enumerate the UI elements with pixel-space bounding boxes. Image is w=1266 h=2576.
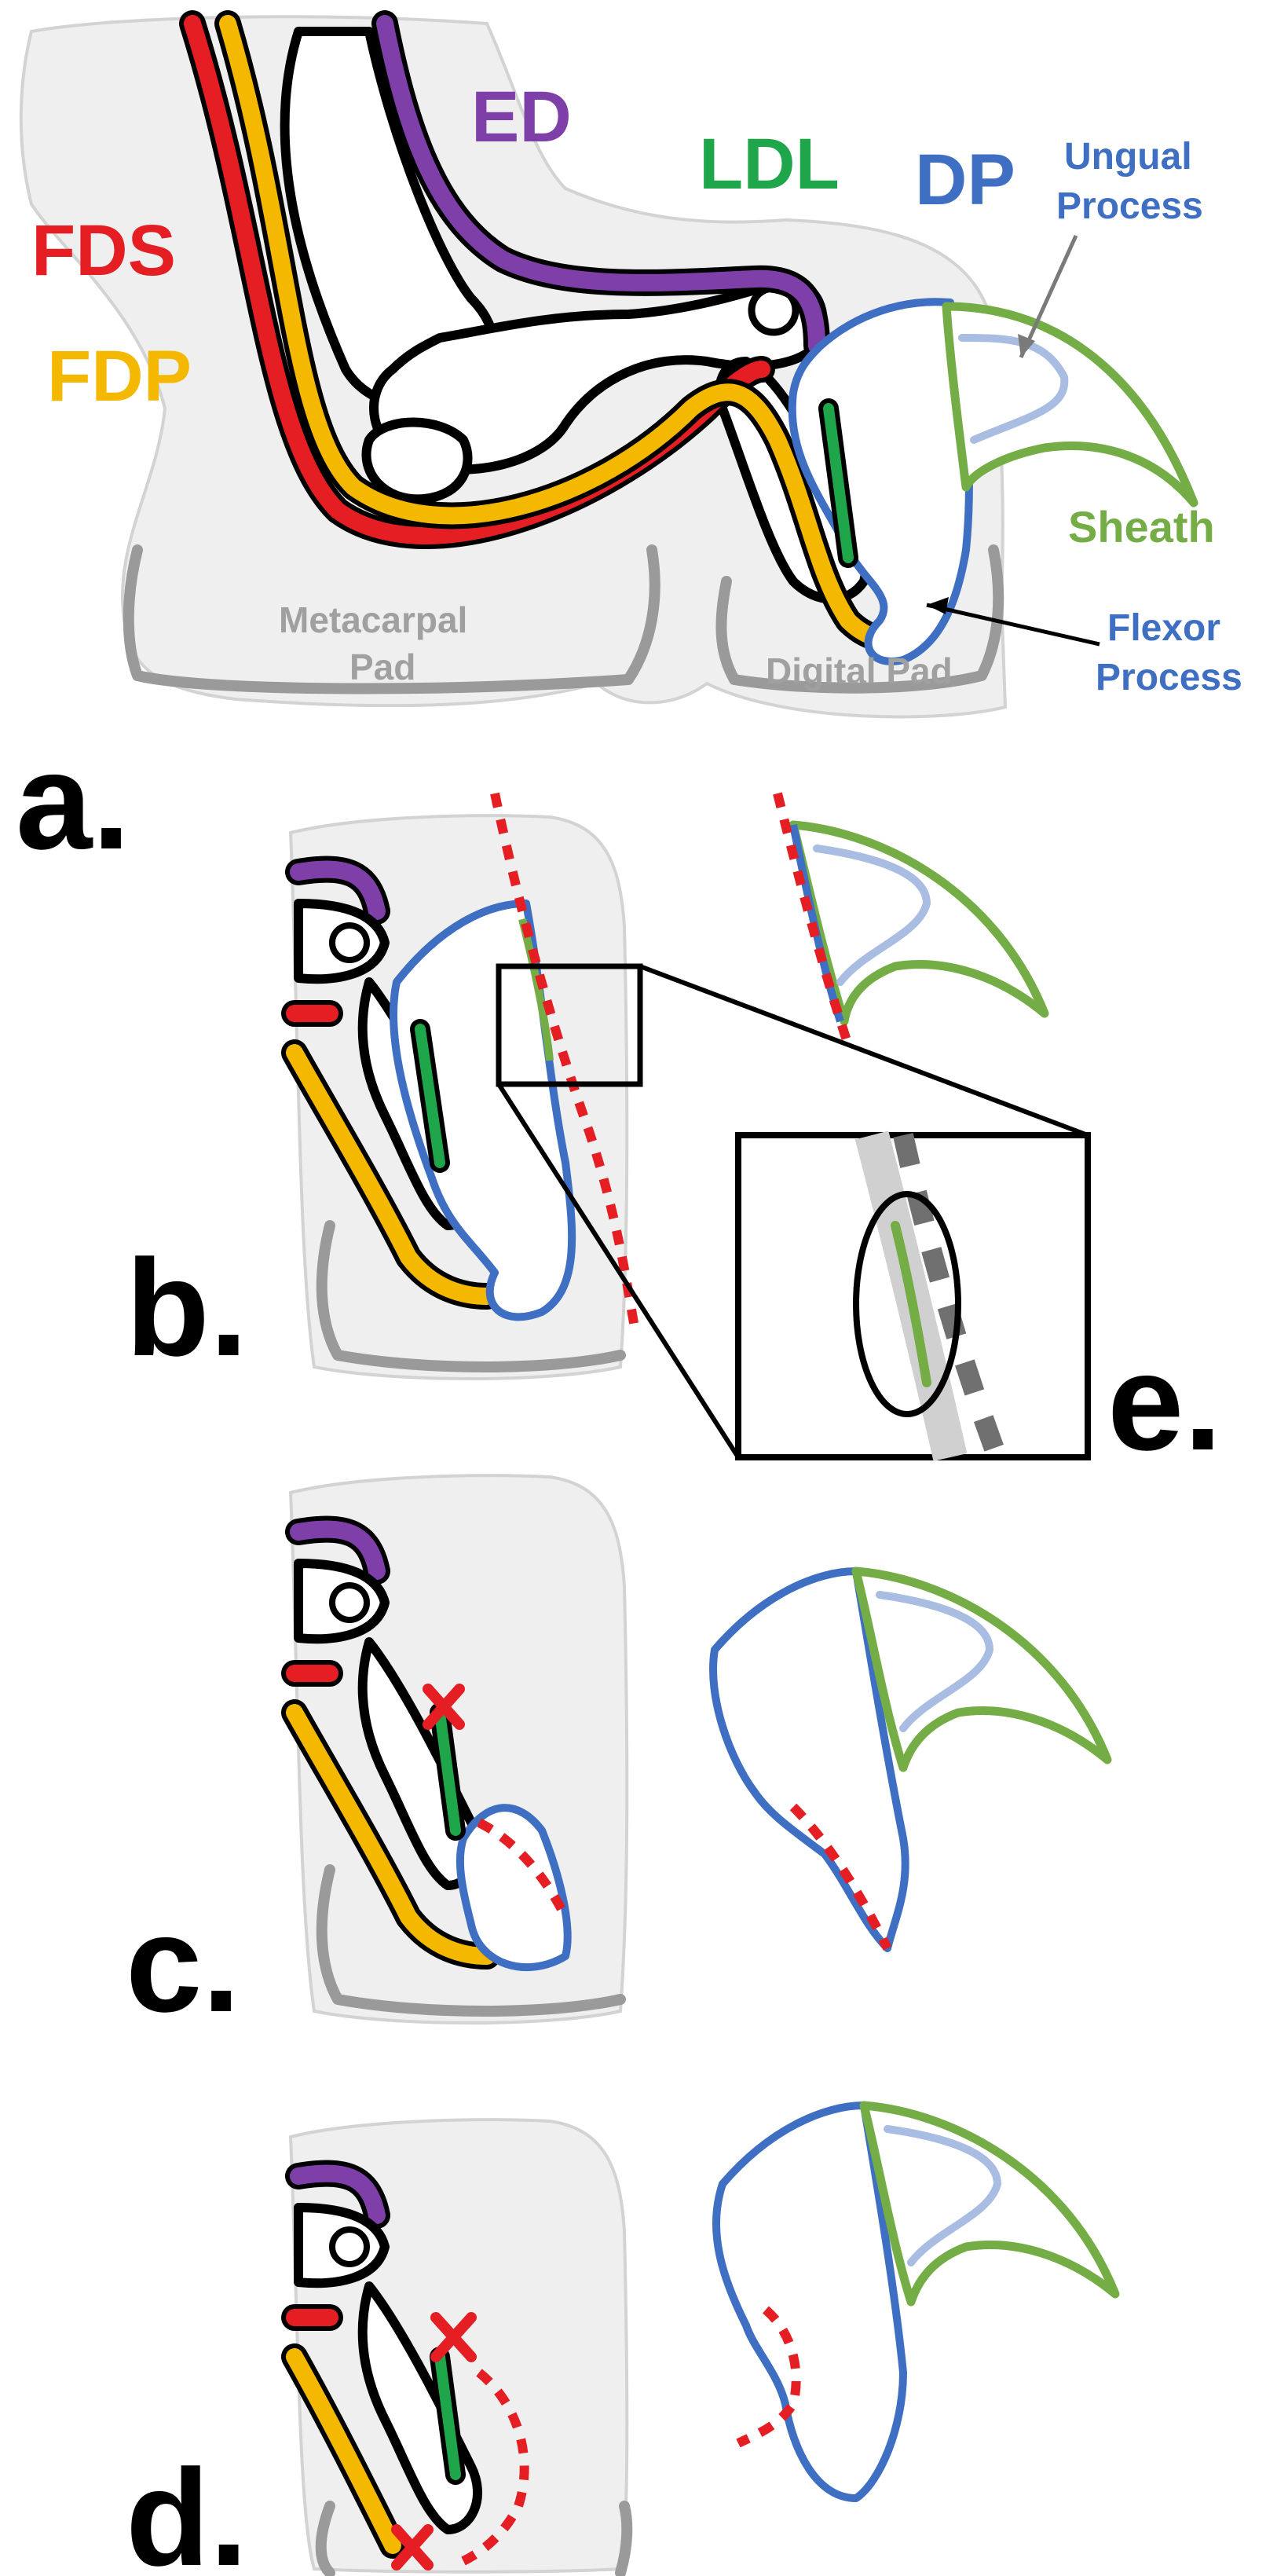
- ungual-arrowhead: [1018, 334, 1035, 357]
- panel-letter-e: e.: [1107, 1326, 1222, 1479]
- panel-d: d.: [126, 2101, 1120, 2576]
- panel-a: FDS FDP ED LDL DP Ungual Process Sheath …: [16, 10, 1242, 878]
- label-metacarpal-pad-2: Pad: [349, 647, 415, 687]
- ungual-arrow: [1019, 234, 1078, 359]
- label-sheath: Sheath: [1068, 502, 1215, 551]
- zoom-source-box: [496, 963, 643, 1087]
- panel-letter-c: c.: [126, 1888, 240, 2041]
- label-flexor-1: Flexor: [1107, 607, 1220, 649]
- panel-b-pad: [316, 1220, 626, 1372]
- panel-letter-a: a.: [16, 725, 130, 878]
- label-digital-pad: Digital Pad: [766, 650, 953, 691]
- panel-letter-d: d.: [126, 2442, 248, 2576]
- label-dp: DP: [915, 140, 1015, 220]
- label-ungual-2: Process: [1056, 185, 1203, 227]
- panel-letter-b: b.: [126, 1232, 248, 1385]
- sesamoid-bone: [361, 417, 473, 504]
- panel-c-x-mark: [423, 1684, 465, 1730]
- zoom-ellipse: [853, 1191, 961, 1417]
- flexor-arrowhead: [927, 597, 949, 614]
- ed-tendon: [371, 10, 830, 359]
- label-fdp: FDP: [47, 336, 192, 416]
- label-flexor-2: Process: [1096, 657, 1242, 698]
- panel-b-distal-phalanx: [390, 900, 576, 1321]
- label-ed: ED: [471, 77, 572, 157]
- flexor-arrow: [926, 603, 1100, 647]
- ungual-process: [958, 334, 1069, 444]
- label-ungual-1: Ungual: [1064, 136, 1192, 178]
- label-fds: FDS: [31, 211, 176, 291]
- ldl-ligament: [823, 403, 854, 563]
- label-ldl: LDL: [699, 124, 840, 204]
- fdp-tendon: [214, 10, 909, 654]
- panel-c: c.: [126, 1474, 1112, 2041]
- panel-b-cut-line: [490, 792, 641, 1337]
- panel-d-x-mark-lower: [391, 2524, 434, 2571]
- sheath: [942, 302, 1198, 508]
- label-metacarpal-pad-1: Metacarpal: [279, 599, 467, 640]
- panel-b-phalanx: [294, 899, 390, 984]
- panel-d-x-mark-upper: [430, 2312, 477, 2362]
- panel-e: e.: [735, 1130, 1222, 1479]
- panel-b: b.: [126, 792, 1089, 1459]
- metacarpal-pad-outline: [123, 544, 660, 694]
